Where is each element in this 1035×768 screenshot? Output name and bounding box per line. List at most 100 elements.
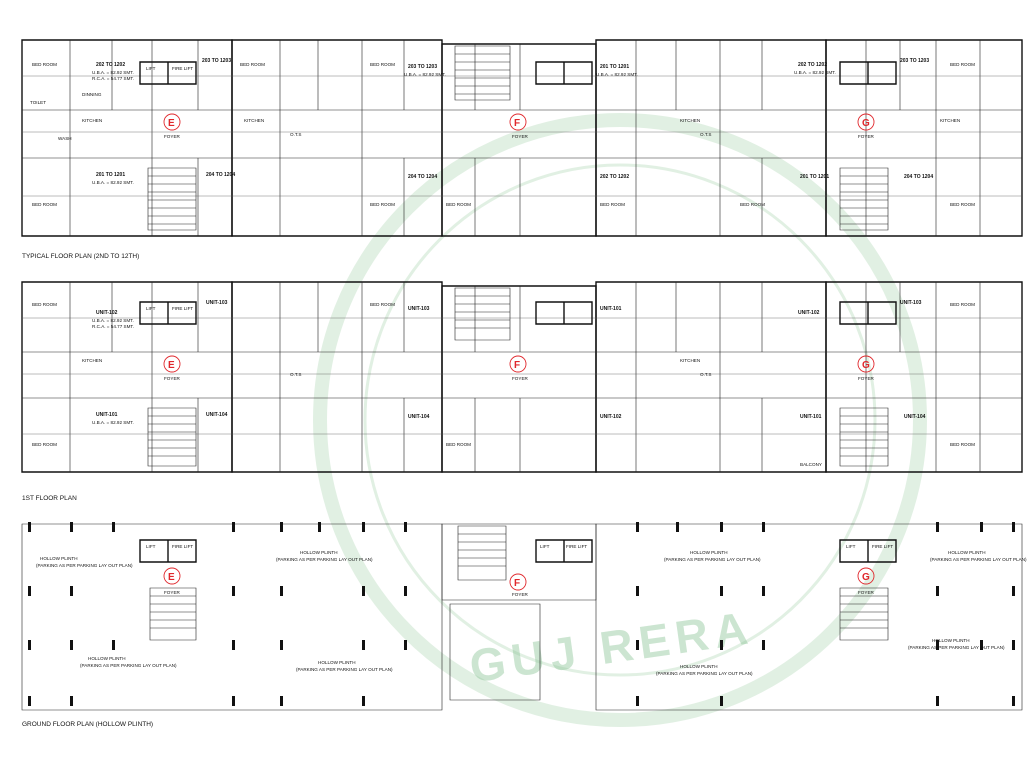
room-label: HOLLOW PLINTH xyxy=(932,638,970,643)
room-label: BED ROOM xyxy=(32,302,57,307)
room-label: FOYER xyxy=(858,376,875,381)
room-label: FIRE LIFT xyxy=(566,544,587,549)
unit-label: UNIT-102 xyxy=(600,414,622,420)
room-label: KITCHEN xyxy=(940,118,960,123)
plan-title: TYPICAL FLOOR PLAN (2ND TO 12TH) xyxy=(22,253,139,260)
room-label: BED ROOM xyxy=(32,202,57,207)
room-label: BED ROOM xyxy=(950,442,975,447)
room-label: O.T.S xyxy=(290,132,302,137)
room-label: FOYER xyxy=(858,134,875,139)
unit-label: UNIT-102 xyxy=(96,310,118,316)
room-label: BALCONY xyxy=(800,462,822,467)
room-label: FOYER xyxy=(858,590,875,595)
room-label: BED ROOM xyxy=(740,202,765,207)
area-label: U.B.A. = 82.92 SMT. xyxy=(404,72,446,77)
room-label: O.T.S xyxy=(700,372,712,377)
area-label: U.B.A. = 82.92 SMT. xyxy=(794,70,836,75)
unit-label: 203 TO 1203 xyxy=(408,64,437,70)
svg-text:G: G xyxy=(862,572,870,583)
room-label: FIRE LIFT xyxy=(172,66,193,71)
room-label: KITCHEN xyxy=(82,358,102,363)
room-label: BED ROOM xyxy=(446,202,471,207)
unit-label: UNIT-103 xyxy=(900,300,922,306)
watermark-text: GUJ RERA xyxy=(466,601,756,692)
room-label: FIRE LIFT xyxy=(172,544,193,549)
room-label: FOYER xyxy=(164,134,181,139)
unit-label: UNIT-104 xyxy=(408,414,430,420)
unit-label: UNIT-103 xyxy=(206,300,228,306)
room-label: HOLLOW PLINTH xyxy=(948,550,986,555)
room-label: FOYER xyxy=(512,134,529,139)
room-label: WASH xyxy=(58,136,72,141)
first-floor-plan: E F G BED ROOM BED ROOM KITCHEN LIFT FIR… xyxy=(21,281,1023,502)
watermark: GUJ RERA xyxy=(313,113,927,727)
ground-floor-plan: E F G HOLLOW PLINTH (PARKING AS PER PARK… xyxy=(21,522,1027,728)
unit-label: 203 TO 1203 xyxy=(202,58,231,64)
room-label: LIFT xyxy=(146,544,156,549)
area-label: U.B.A. = 82.92 SMT. xyxy=(596,72,638,77)
room-label: (PARKING AS PER PARKING LAY OUT PLAN) xyxy=(296,667,393,672)
unit-label: 204 TO 1204 xyxy=(206,172,235,178)
unit-label: UNIT-104 xyxy=(904,414,926,420)
room-label: FIRE LIFT xyxy=(872,544,893,549)
room-label: LIFT xyxy=(146,306,156,311)
room-label: KITCHEN xyxy=(244,118,264,123)
room-label: BED ROOM xyxy=(950,62,975,67)
typical-floor-plan: E F G BED ROOM BED ROOM KITCHEN DINNING … xyxy=(21,39,1023,260)
room-label: KITCHEN xyxy=(680,358,700,363)
area-label: R.C.A. = 54.77 SMT. xyxy=(92,76,134,81)
room-label: FOYER xyxy=(164,376,181,381)
room-label: BED ROOM xyxy=(370,62,395,67)
unit-label: 204 TO 1204 xyxy=(904,174,933,180)
room-label: TOILET xyxy=(30,100,46,105)
room-label: BED ROOM xyxy=(370,302,395,307)
plan-title: GROUND FLOOR PLAN (HOLLOW PLINTH) xyxy=(22,721,153,728)
room-label: (PARKING AS PER PARKING LAY OUT PLAN) xyxy=(664,557,761,562)
room-label: LIFT xyxy=(846,544,856,549)
room-label: KITCHEN xyxy=(680,118,700,123)
unit-label: 201 TO 1201 xyxy=(800,174,829,180)
unit-label: UNIT-101 xyxy=(800,414,822,420)
room-label: FOYER xyxy=(512,376,529,381)
room-label: BED ROOM xyxy=(240,62,265,67)
room-label: (PARKING AS PER PARKING LAY OUT PLAN) xyxy=(930,557,1027,562)
room-label: HOLLOW PLINTH xyxy=(88,656,126,661)
room-label: FOYER xyxy=(164,590,181,595)
svg-text:G: G xyxy=(862,360,870,371)
columns xyxy=(28,522,1015,706)
room-label: HOLLOW PLINTH xyxy=(300,550,338,555)
unit-label: UNIT-101 xyxy=(600,306,622,312)
room-label: BED ROOM xyxy=(32,442,57,447)
area-label: U.B.A. = 82.92 SMT. xyxy=(92,70,134,75)
unit-label: 202 TO 1202 xyxy=(96,62,125,68)
room-label: LIFT xyxy=(146,66,156,71)
room-label: (PARKING AS PER PARKING LAY OUT PLAN) xyxy=(80,663,177,668)
room-label: BED ROOM xyxy=(446,442,471,447)
unit-label: UNIT-102 xyxy=(798,310,820,316)
unit-label: 202 TO 1202 xyxy=(798,62,827,68)
room-label: KITCHEN xyxy=(82,118,102,123)
svg-text:F: F xyxy=(514,118,520,129)
unit-label: 202 TO 1202 xyxy=(600,174,629,180)
room-label: DINNING xyxy=(82,92,102,97)
area-label: U.B.A. = 82.92 SMT. xyxy=(92,318,134,323)
room-label: FOYER xyxy=(512,592,529,597)
room-label: HOLLOW PLINTH xyxy=(40,556,78,561)
room-label: (PARKING AS PER PARKING LAY OUT PLAN) xyxy=(276,557,373,562)
room-label: BED ROOM xyxy=(32,62,57,67)
area-label: U.B.A. = 82.92 SMT. xyxy=(92,420,134,425)
room-label: HOLLOW PLINTH xyxy=(680,664,718,669)
room-label: LIFT xyxy=(540,544,550,549)
room-label: (PARKING AS PER PARKING LAY OUT PLAN) xyxy=(36,563,133,568)
svg-text:E: E xyxy=(168,360,175,371)
room-label: BED ROOM xyxy=(950,302,975,307)
room-label: O.T.S xyxy=(290,372,302,377)
room-label: HOLLOW PLINTH xyxy=(690,550,728,555)
room-label: BED ROOM xyxy=(370,202,395,207)
unit-label: UNIT-101 xyxy=(96,412,118,418)
unit-label: 204 TO 1204 xyxy=(408,174,437,180)
svg-text:E: E xyxy=(168,118,175,129)
unit-label: UNIT-104 xyxy=(206,412,228,418)
svg-text:F: F xyxy=(514,578,520,589)
